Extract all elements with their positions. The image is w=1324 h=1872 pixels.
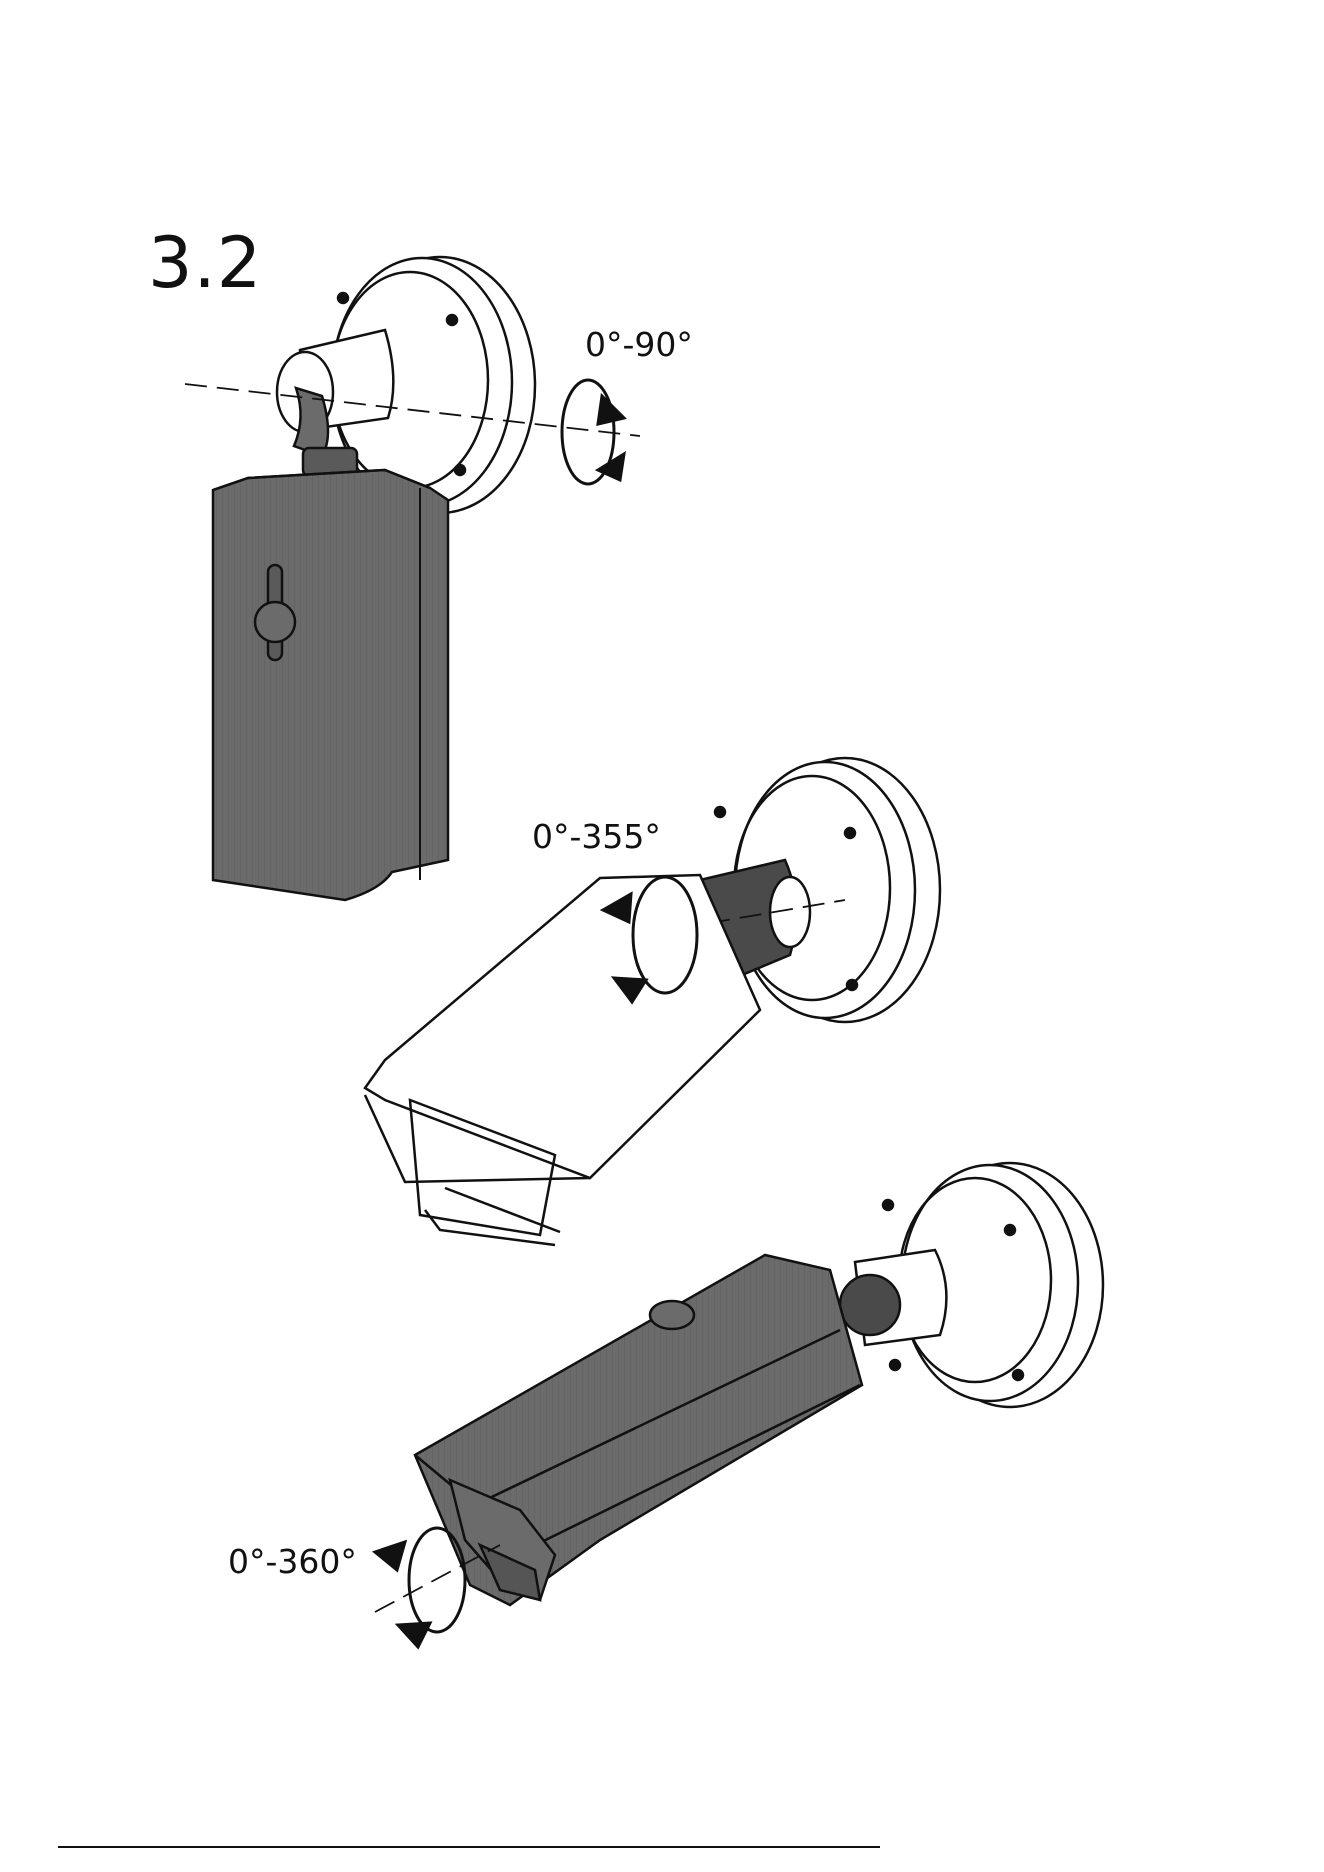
white-housing <box>365 875 760 1178</box>
footer-rule <box>58 1846 880 1848</box>
camera-tilt-view <box>365 758 940 1245</box>
camera-rotate-view <box>375 1163 1103 1612</box>
camera-pan-view <box>185 257 640 900</box>
pan-rotation-arrow-icon <box>562 380 624 484</box>
dark-housing <box>213 470 448 900</box>
